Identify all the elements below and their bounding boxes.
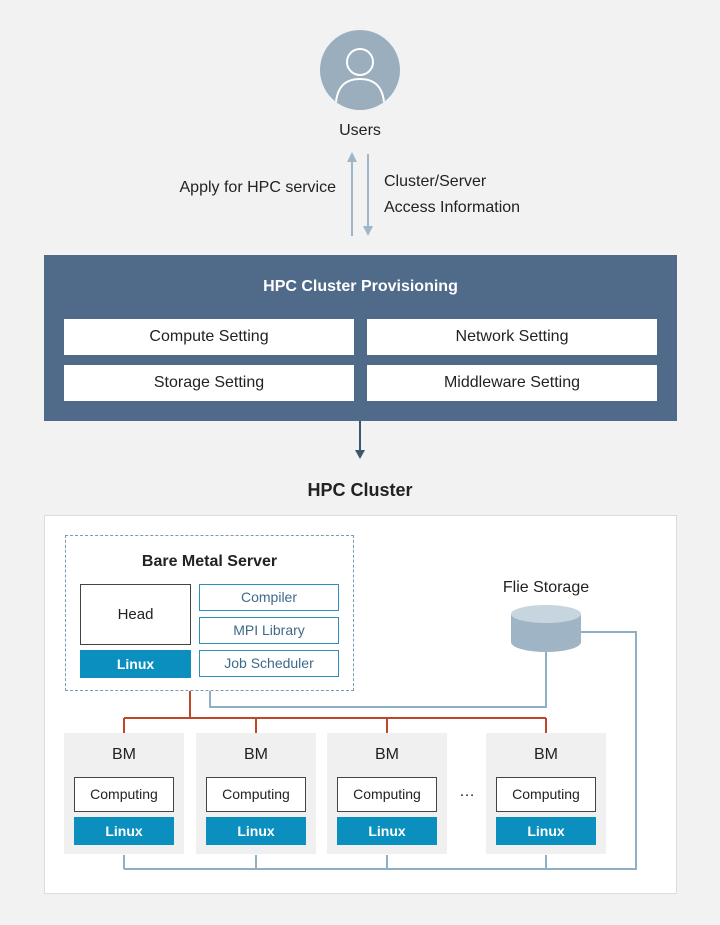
node-linux-badge: Linux [496, 817, 596, 845]
mpi-library-box: MPI Library [199, 617, 339, 644]
storage-lines [123, 631, 637, 870]
computing-box: Computing [496, 777, 596, 812]
info-arrow-down [363, 154, 373, 236]
storage-setting: Storage Setting [64, 365, 354, 401]
computing-box: Computing [74, 777, 174, 812]
access-info-label: Cluster/Server Access Information [384, 173, 521, 216]
apply-label: Apply for HPC service [179, 179, 337, 196]
node-linux-badge: Linux [337, 817, 437, 845]
head-linux-badge: Linux [80, 650, 191, 678]
file-storage-label: Flie Storage [502, 579, 590, 596]
computing-box: Computing [206, 777, 306, 812]
node-linux-badge: Linux [206, 817, 306, 845]
user-avatar-icon [320, 30, 400, 110]
apply-arrow-up [347, 152, 357, 236]
node-linux-badge: Linux [74, 817, 174, 845]
job-scheduler-box: Job Scheduler [199, 650, 339, 677]
provision-arrow-down [355, 421, 365, 459]
bare-metal-title: Bare Metal Server [141, 553, 278, 570]
computing-box: Computing [337, 777, 437, 812]
file-storage-icon [511, 605, 581, 652]
bm-node-label: BM [375, 746, 399, 763]
bm-node-label: BM [112, 746, 136, 763]
bm-node-label: BM [244, 746, 268, 763]
compute-setting: Compute Setting [64, 319, 354, 355]
compiler-box: Compiler [199, 584, 339, 611]
bm-node-label: BM [534, 746, 558, 763]
network-lines [123, 691, 547, 733]
cluster-title: HPC Cluster [307, 480, 413, 500]
head-node: Head [80, 584, 191, 645]
network-setting: Network Setting [367, 319, 657, 355]
more-nodes-ellipsis: … [459, 783, 475, 800]
middleware-setting: Middleware Setting [367, 365, 657, 401]
provisioning-title: HPC Cluster Provisioning [263, 278, 458, 295]
users-label: Users [339, 122, 381, 139]
